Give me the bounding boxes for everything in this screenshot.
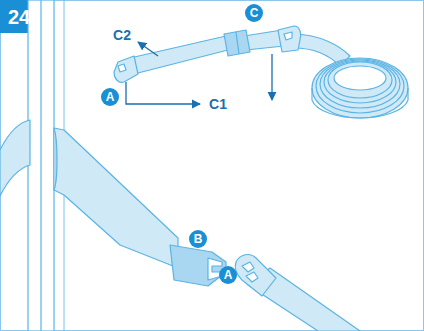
callout-letter: A <box>106 91 115 103</box>
buckle-c <box>224 30 250 56</box>
buckle-female <box>170 245 226 286</box>
strap <box>0 120 360 331</box>
callout-letter: A <box>224 269 233 281</box>
callout-letter: B <box>194 233 203 245</box>
callout-letter: C <box>250 7 259 19</box>
direction-arrows <box>126 42 272 104</box>
direction-label: C1 <box>209 97 227 111</box>
strap-assembly <box>130 30 408 118</box>
buckle-male <box>235 255 276 296</box>
callout-circles <box>101 4 263 284</box>
direction-label: C2 <box>113 28 131 42</box>
step-number: 24 <box>8 7 30 27</box>
buckle-top-a <box>114 56 138 82</box>
buckle-right <box>278 26 301 52</box>
